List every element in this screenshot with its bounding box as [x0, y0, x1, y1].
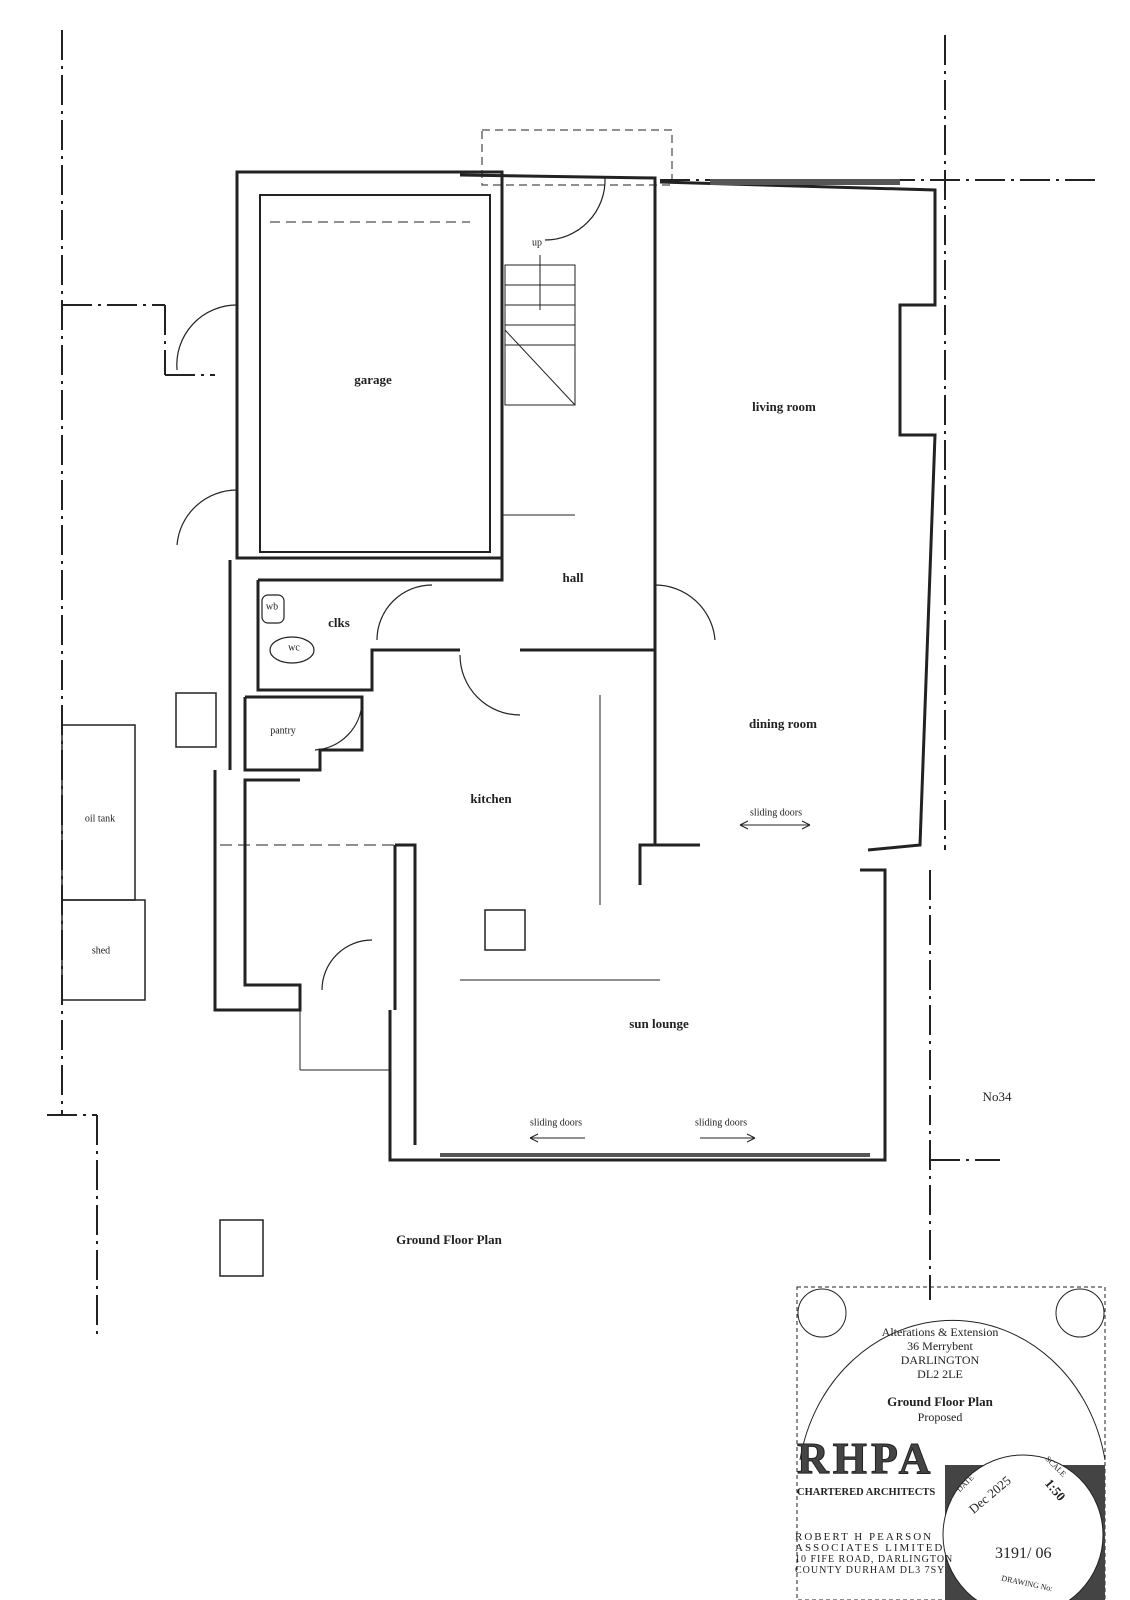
oil-tank-outline — [61, 724, 136, 901]
drawing-status: Proposed — [917, 1410, 963, 1424]
fixture-label-wc: wc — [288, 642, 300, 654]
date-label: DATE — [954, 1473, 976, 1494]
stair-direction-label: up — [532, 237, 542, 249]
room-label-pantry: pantry — [270, 725, 296, 737]
project-town: DARLINGTON — [900, 1353, 980, 1367]
label-shed: shed — [91, 945, 111, 957]
title-block: Alterations & Extension 36 Merrybent DAR… — [795, 1287, 1105, 1600]
project-postcode: DL2 2LE — [917, 1367, 963, 1381]
sliding-door-arrows — [529, 820, 811, 1143]
walls — [213, 170, 937, 1162]
annotation-sliding-doors: sliding doors — [750, 807, 802, 819]
neighbour-label: No34 — [982, 1089, 1012, 1104]
room-label-dining-room: dining room — [748, 716, 818, 731]
title-block-frame — [796, 1286, 1106, 1600]
door-swings — [176, 177, 716, 991]
drawing-title: Ground Floor Plan — [887, 1394, 993, 1409]
fixture-label-wb: wb — [265, 601, 279, 613]
plan-title: Ground Floor Plan — [396, 1232, 502, 1247]
firm-name: ASSOCIATES LIMITED — [795, 1542, 945, 1554]
drawing-number-label: DRAWING No: — [1000, 1573, 1054, 1594]
wash-basin-symbol — [261, 594, 285, 624]
drawing-number: 3191/ 06 — [995, 1545, 1052, 1562]
annotation-sliding-doors: sliding doors — [530, 1117, 582, 1129]
shed-outline — [61, 899, 146, 1001]
room-label-garage: garage — [354, 372, 392, 387]
firm-name: ROBERT H PEARSON — [795, 1531, 934, 1543]
firm-address: ROBERT H PEARSON ASSOCIATES LIMITED 10 F… — [795, 1531, 954, 1577]
room-label-clks: clks — [328, 615, 350, 630]
porch-outline — [481, 129, 673, 186]
room-label-hall: hall — [562, 570, 584, 585]
firm-address-line: COUNTY DURHAM DL3 7SY — [795, 1565, 946, 1576]
scale-value: 1:50 — [1041, 1475, 1069, 1504]
room-label-kitchen: kitchen — [470, 791, 512, 806]
drawing-info-circle: DATE Dec 2025 SCALE 1:50 3191/ 06 DRAWIN… — [943, 1437, 1103, 1597]
room-label-living-room: living room — [752, 399, 816, 414]
scale-label: SCALE — [1043, 1454, 1068, 1479]
toilet-symbol — [269, 636, 315, 664]
rooflight — [484, 909, 526, 951]
label-oil-tank: oil tank — [84, 813, 116, 825]
room-label-sun-lounge: sun lounge — [629, 1016, 689, 1031]
outdoor-box — [219, 1219, 264, 1277]
firm-logo: RHPA — [796, 1434, 935, 1483]
outdoor-box — [175, 692, 217, 748]
site-boundary — [47, 30, 1095, 1340]
project-title: Alterations & Extension — [881, 1325, 999, 1339]
annotation-sliding-doors: sliding doors — [695, 1117, 747, 1129]
firm-address-line: 10 FIFE ROAD, DARLINGTON — [795, 1554, 954, 1565]
project-address: 36 Merrybent — [907, 1339, 973, 1353]
firm-subtitle: CHARTERED ARCHITECTS — [797, 1487, 936, 1498]
